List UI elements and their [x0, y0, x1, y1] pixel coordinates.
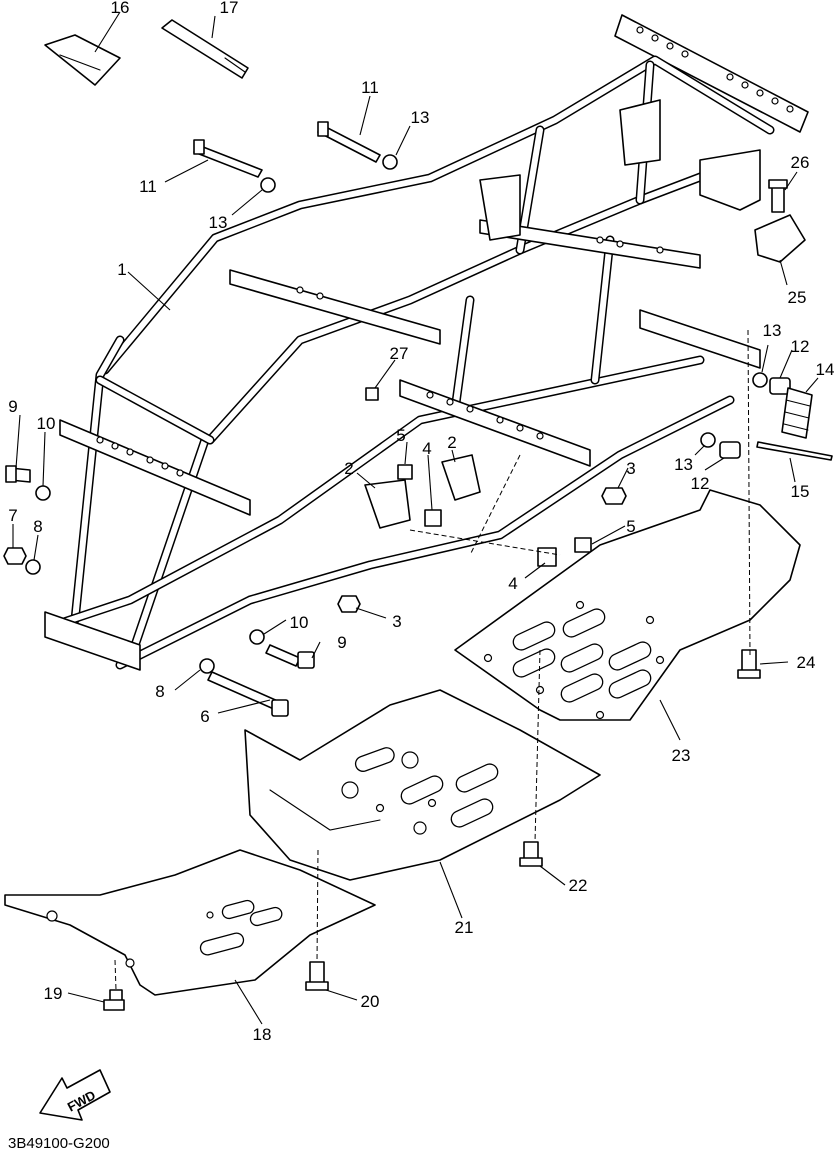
nut-3-right — [601, 487, 627, 505]
callout-2-right: 2 — [447, 433, 456, 452]
bolt-26 — [768, 179, 788, 213]
bolt-24 — [737, 649, 761, 679]
callout-15: 15 — [791, 482, 810, 501]
callout-25: 25 — [788, 288, 807, 307]
washer-10-right — [249, 629, 265, 645]
tool-17 — [161, 19, 249, 79]
callout-10-left: 10 — [37, 414, 56, 433]
bolt-27 — [365, 387, 379, 401]
callout-13-right: 13 — [763, 321, 782, 340]
callout-8-right: 8 — [155, 682, 164, 701]
callout-27: 27 — [390, 344, 409, 363]
rod-15 — [756, 441, 833, 461]
callout-14: 14 — [816, 360, 835, 379]
washer-8-right — [199, 658, 215, 674]
bracket-25 — [754, 214, 806, 263]
callout-13-upper: 13 — [411, 108, 430, 127]
fwd-arrow-icon: FWD — [39, 1069, 111, 1121]
washer-10-left — [35, 485, 51, 501]
callout-1: 1 — [117, 260, 126, 279]
callout-19: 19 — [44, 984, 63, 1003]
callout-11-lower: 11 — [139, 177, 157, 196]
callout-3-right: 3 — [626, 459, 635, 478]
callout-5-upper: 5 — [396, 426, 405, 445]
callout-4-lower: 4 — [508, 574, 517, 593]
washer-13-upper — [382, 154, 398, 170]
callout-20: 20 — [361, 992, 380, 1011]
nut-12-mid — [719, 441, 741, 459]
callout-5-lower: 5 — [626, 517, 635, 536]
callout-9-right: 9 — [337, 633, 346, 652]
bolt-11-lower — [193, 139, 263, 178]
callout-11-upper: 11 — [361, 78, 379, 97]
main-frame — [44, 14, 809, 671]
callout-22: 22 — [569, 876, 588, 895]
bolt-22 — [519, 841, 543, 867]
callout-26: 26 — [791, 153, 810, 172]
bolt-20 — [305, 961, 329, 991]
callout-18: 18 — [253, 1025, 272, 1044]
bolt-5-lower — [574, 537, 592, 553]
washer-13-mid — [700, 432, 716, 448]
callout-12-right: 12 — [791, 337, 810, 356]
bolt-4-lower — [537, 547, 557, 567]
callout-6: 6 — [200, 707, 209, 726]
tool-pouch-16 — [44, 34, 121, 86]
callout-17: 17 — [220, 0, 239, 17]
callout-2-left: 2 — [344, 459, 353, 478]
callout-13-mid: 13 — [674, 455, 693, 474]
callout-7: 7 — [8, 506, 17, 525]
spring-14 — [781, 387, 813, 439]
bolt-11-upper — [317, 121, 381, 163]
skid-plate-18 — [4, 849, 376, 996]
engine-mount-2-left — [364, 479, 411, 529]
callout-24: 24 — [797, 653, 816, 672]
callout-3-left: 3 — [392, 612, 401, 631]
callout-8-left: 8 — [33, 517, 42, 536]
callout-23: 23 — [672, 746, 691, 765]
bolt-19 — [103, 989, 125, 1011]
callout-numbers: 16 17 11 13 11 13 1 26 25 13 12 14 15 13… — [8, 0, 834, 1044]
callout-12-mid: 12 — [691, 474, 710, 493]
callout-16: 16 — [111, 0, 130, 17]
bolt-4-upper — [424, 509, 442, 527]
callout-21: 21 — [455, 918, 474, 937]
callout-4-upper: 4 — [422, 439, 431, 458]
catalog-code: 3B49100-G200 — [8, 1135, 110, 1152]
washer-13-left — [260, 177, 276, 193]
skid-plate-21 — [244, 689, 601, 881]
bolt-9-right — [265, 644, 315, 669]
callout-9-left: 9 — [8, 397, 17, 416]
bolt-6 — [207, 671, 289, 717]
bolt-5-upper — [397, 464, 413, 480]
washer-8-left — [25, 559, 41, 575]
skid-plate-23 — [454, 489, 801, 721]
nut-3-left — [337, 595, 361, 613]
callout-10-right: 10 — [290, 613, 309, 632]
leader-lines — [12, 11, 819, 1025]
nut-7 — [3, 547, 27, 565]
bolt-9-left — [5, 465, 31, 483]
washer-13-right — [752, 372, 768, 388]
engine-mount-2-right — [441, 454, 481, 501]
callout-13-left: 13 — [209, 213, 228, 232]
